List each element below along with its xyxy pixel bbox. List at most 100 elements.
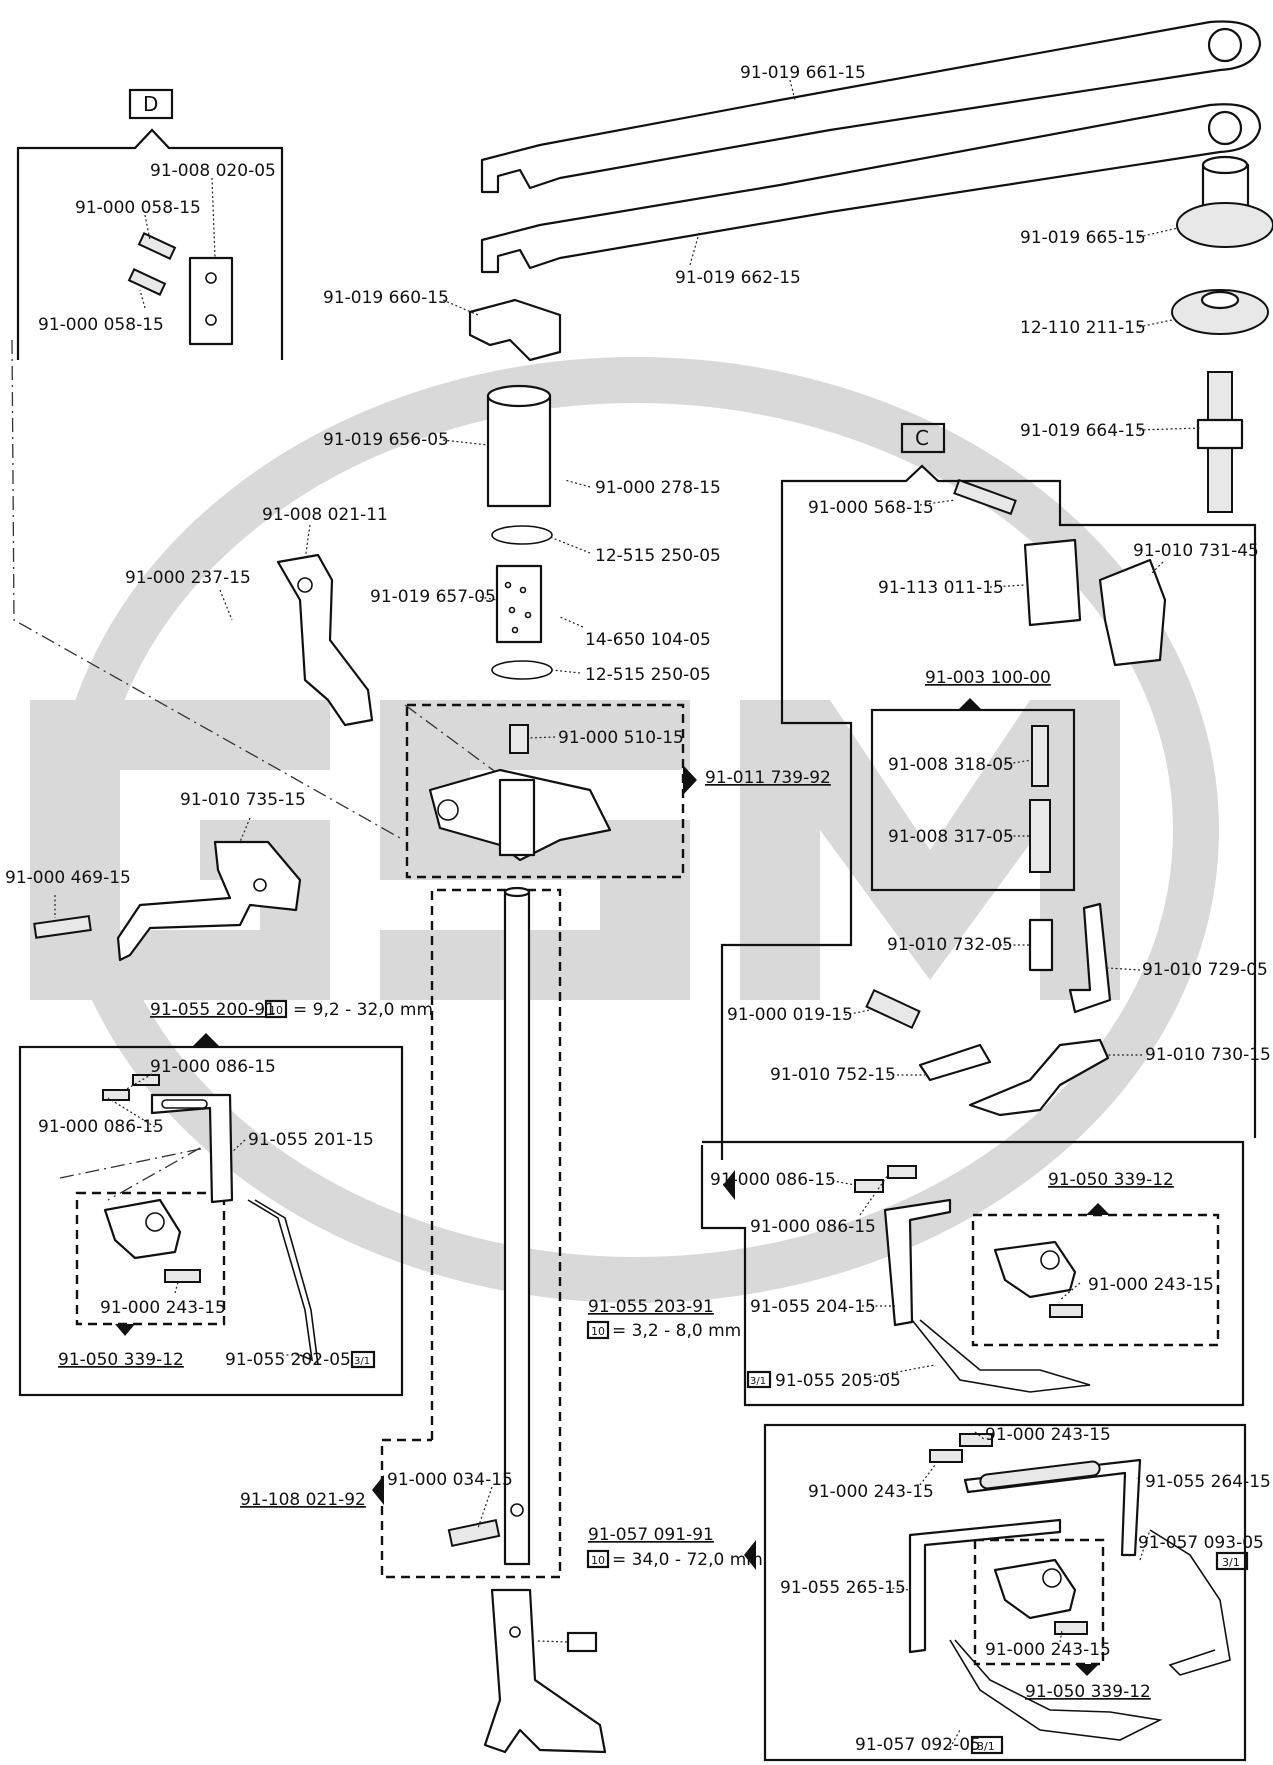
label-91-019-662-15: 91-019 662-15 bbox=[675, 268, 801, 288]
screw-91-000-019 bbox=[865, 988, 921, 1030]
screw-91-000-568 bbox=[953, 478, 1017, 516]
label-91-057-091-91: 91-057 091-91 bbox=[588, 1525, 714, 1545]
screws-91-000-086-right bbox=[854, 1165, 917, 1193]
screw-91-000-034 bbox=[447, 1518, 501, 1548]
clamp-left bbox=[103, 1198, 201, 1283]
label-91-000-510-15: 91-000 510-15 bbox=[558, 728, 684, 748]
label-12-515-250-05-a: 12-515 250-05 bbox=[595, 546, 721, 566]
badge-frac-b bbox=[746, 1370, 772, 1389]
needle-bar bbox=[503, 886, 531, 1566]
lever-91-010-730 bbox=[968, 1038, 1110, 1117]
clamp-block-d bbox=[188, 256, 234, 346]
label-91-000-243-15-b: 91-000 243-15 bbox=[1088, 1275, 1214, 1295]
guide-wire-91-057-093 bbox=[1149, 1529, 1231, 1676]
section-d-tag: D bbox=[143, 92, 158, 116]
label-91-008-317-05: 91-008 317-05 bbox=[888, 827, 1014, 847]
sleeve-91-019-656 bbox=[486, 384, 552, 508]
label-91-019-665-15: 91-019 665-15 bbox=[1020, 228, 1146, 248]
label-91-055-201-15: 91-055 201-15 bbox=[248, 1130, 374, 1150]
badge-frac-c-text: 3/1 bbox=[1222, 1556, 1240, 1569]
leader-lines bbox=[54, 79, 1201, 1749]
badge-10-c bbox=[586, 1549, 610, 1569]
label-91-000-034-15: 91-000 034-15 bbox=[387, 1470, 513, 1490]
label-91-010-729-05: 91-010 729-05 bbox=[1142, 960, 1268, 980]
frame-91-057-091 bbox=[763, 1423, 1247, 1762]
presser-foot bbox=[483, 1588, 607, 1754]
badge-frac-c bbox=[1215, 1551, 1249, 1571]
tab-91-010-752 bbox=[918, 1043, 992, 1082]
label-91-057-092-05: 91-057 092-05 bbox=[855, 1735, 981, 1755]
label-91-000-019-15: 91-000 019-15 bbox=[727, 1005, 853, 1025]
badge-frac-d-text: 3/1 bbox=[977, 1740, 995, 1753]
wrench-lower bbox=[480, 103, 1262, 274]
label-91-055-204-15: 91-055 204-15 bbox=[750, 1297, 876, 1317]
label-91-000-058-15-b: 91-000 058-15 bbox=[38, 315, 164, 335]
label-91-010-752-15: 91-010 752-15 bbox=[770, 1065, 896, 1085]
frame-91-055-203 bbox=[700, 1140, 1245, 1407]
label-91-000-469-15: 91-000 469-15 bbox=[5, 868, 131, 888]
lever-91-010-735 bbox=[116, 840, 302, 962]
dashbox-clamp-1 bbox=[75, 1191, 226, 1326]
lever-91-008-021 bbox=[276, 553, 374, 727]
guide-wire-91-057-092 bbox=[949, 1639, 1163, 1741]
badge-frac-a bbox=[350, 1350, 376, 1369]
label-91-000-243-15-c: 91-000 243-15 bbox=[985, 1425, 1111, 1445]
label-91-000-568-15: 91-000 568-15 bbox=[808, 498, 934, 518]
foot-label-box bbox=[566, 1631, 598, 1653]
label-91-050-339-12-b: 91-050 339-12 bbox=[1048, 1170, 1174, 1190]
badge-10-a bbox=[264, 999, 288, 1019]
badge-frac-b-text: 3/1 bbox=[750, 1376, 766, 1387]
range-91-055-200: = 9,2 - 32,0 mm bbox=[293, 1000, 433, 1020]
spring-91-000-510 bbox=[509, 724, 529, 754]
label-91-000-086-15-c: 91-000 086-15 bbox=[710, 1170, 836, 1190]
guide-91-055-201 bbox=[150, 1093, 234, 1204]
frame-91-055-200 bbox=[18, 1033, 404, 1397]
label-91-003-100-00: 91-003 100-00 bbox=[925, 668, 1051, 688]
label-91-011-739-92: 91-011 739-92 bbox=[705, 768, 831, 788]
threaded-stud bbox=[1196, 371, 1244, 513]
guide-91-055-204 bbox=[883, 1198, 1091, 1393]
label-91-050-339-12-a: 91-050 339-12 bbox=[58, 1350, 184, 1370]
dashbox-clamp-3 bbox=[973, 1538, 1105, 1666]
badge-frac-a-text: 3/1 bbox=[354, 1356, 370, 1367]
label-91-000-086-15-d: 91-000 086-15 bbox=[750, 1217, 876, 1237]
label-91-055-264-15: 91-055 264-15 bbox=[1145, 1472, 1271, 1492]
clamp-right-upper bbox=[993, 1240, 1083, 1318]
label-91-108-021-92: 91-108 021-92 bbox=[240, 1490, 366, 1510]
guide-wire-91-055-202 bbox=[247, 1199, 319, 1366]
label-91-055-200-91: 91-055 200-91 bbox=[150, 1000, 276, 1020]
badge-10-c-text: 10 bbox=[591, 1554, 605, 1567]
label-91-000-086-15-a: 91-000 086-15 bbox=[150, 1057, 276, 1077]
thumb-nut-upper bbox=[1176, 155, 1273, 248]
badge-frac-d bbox=[970, 1735, 1004, 1755]
spring-cage-91-019-657 bbox=[495, 564, 543, 644]
range-91-057-091: = 34,0 - 72,0 mm bbox=[612, 1550, 763, 1570]
plate-91-113-011 bbox=[1023, 538, 1082, 627]
guide-91-055-265 bbox=[908, 1518, 1062, 1654]
spring-91-008-318 bbox=[1031, 725, 1049, 787]
watermark bbox=[30, 357, 1219, 1303]
label-91-010-730-15: 91-010 730-15 bbox=[1145, 1045, 1271, 1065]
label-91-008-021-11: 91-008 021-11 bbox=[262, 505, 388, 525]
wrench-upper bbox=[480, 20, 1262, 194]
bracket-91-010-731 bbox=[1098, 558, 1167, 667]
label-91-000-237-15: 91-000 237-15 bbox=[125, 568, 251, 588]
label-91-010-735-15: 91-010 735-15 bbox=[180, 790, 306, 810]
section-c-tag: C bbox=[915, 426, 929, 450]
label-91-050-339-12-c: 91-050 339-12 bbox=[1025, 1682, 1151, 1702]
label-91-019-656-05: 91-019 656-05 bbox=[323, 430, 449, 450]
label-91-000-243-15-e: 91-000 243-15 bbox=[985, 1640, 1111, 1660]
pin-91-000-469 bbox=[33, 915, 92, 939]
ring-lower bbox=[491, 660, 553, 680]
thumb-nut-lower bbox=[1171, 289, 1269, 335]
range-91-055-203: = 3,2 - 8,0 mm bbox=[612, 1321, 741, 1341]
label-12-515-250-05-b: 12-515 250-05 bbox=[585, 665, 711, 685]
label-91-057-093-05: 91-057 093-05 bbox=[1138, 1533, 1264, 1553]
part-labels: 91-019 661-15 91-019 662-15 91-019 665-1… bbox=[5, 63, 1271, 1755]
label-91-055-203-91: 91-055 203-91 bbox=[588, 1297, 714, 1317]
label-91-008-318-05: 91-008 318-05 bbox=[888, 755, 1014, 775]
guide-91-055-264 bbox=[963, 1458, 1142, 1557]
badge-10-a-text: 10 bbox=[269, 1004, 283, 1017]
clamp-bottom bbox=[993, 1558, 1088, 1635]
